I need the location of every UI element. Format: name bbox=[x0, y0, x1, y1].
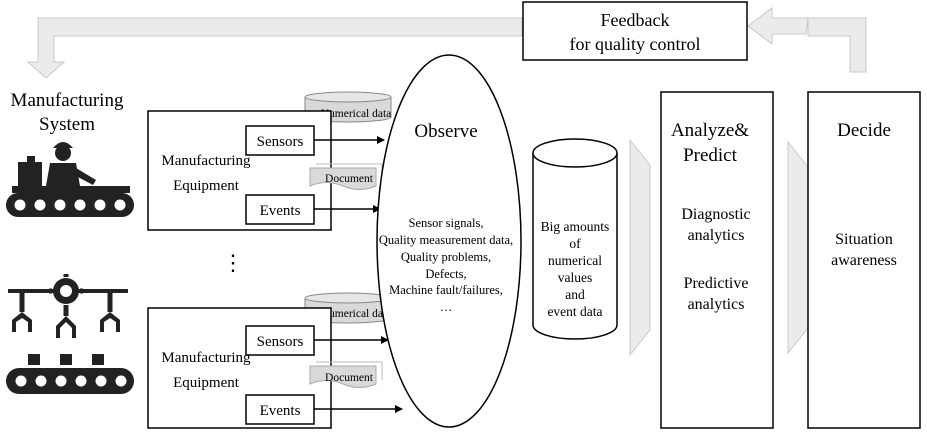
document-shape bbox=[309, 365, 377, 388]
bigdata-line: and bbox=[565, 287, 585, 302]
robot-arm-conveyor-icon bbox=[6, 274, 134, 394]
equipment-unit-2: Numerical data Manufacturing Equipment S… bbox=[147, 292, 403, 429]
observe-stage: Observe Sensor signals, Quality measurem… bbox=[376, 54, 522, 428]
analyze-title-line1: Analyze& bbox=[671, 120, 749, 141]
document-label: Document bbox=[325, 173, 374, 185]
sensors-box bbox=[245, 325, 315, 356]
numerical-data-label: Numerical data bbox=[321, 308, 392, 320]
analyze-predict-stage: Analyze& Predict Diagnostic analytics Pr… bbox=[660, 91, 774, 429]
equipment-label-line1: Manufacturing bbox=[161, 350, 251, 366]
observe-item: Quality problems, bbox=[401, 250, 491, 264]
observe-title: Observe bbox=[414, 121, 477, 142]
system-label-line1: Manufacturing bbox=[11, 90, 124, 111]
equipment-unit-1: Numerical data Manufacturing Equipment S… bbox=[147, 91, 392, 231]
equipment-label-line2: Equipment bbox=[173, 178, 240, 194]
more-units-ellipsis: ⋮ bbox=[222, 250, 244, 275]
equipment-label-line1: Manufacturing bbox=[161, 153, 251, 169]
observe-item: Defects, bbox=[425, 267, 466, 281]
diagnostic-line1: Diagnostic bbox=[681, 206, 750, 223]
feedback-loop-arrow bbox=[26, 7, 867, 79]
observe-items: Sensor signals, Quality measurement data… bbox=[379, 216, 513, 314]
bigdata-line: of bbox=[569, 236, 581, 251]
bigdata-line: numerical bbox=[548, 253, 602, 268]
decide-stage: Decide Situation awareness bbox=[807, 91, 921, 429]
numerical-data-label: Numerical data bbox=[321, 108, 392, 120]
flow-arrow-to-analyze bbox=[629, 138, 651, 357]
decide-title: Decide bbox=[837, 120, 891, 141]
observe-item: Quality measurement data, bbox=[379, 233, 513, 247]
bigdata-line: Big amounts bbox=[541, 219, 610, 234]
events-label: Events bbox=[260, 403, 301, 419]
feedback-subtitle: for quality control bbox=[570, 34, 701, 54]
document-shape bbox=[309, 167, 377, 190]
observe-item: Sensor signals, bbox=[409, 216, 484, 230]
big-data-cylinder: Big amounts of numerical values and even… bbox=[532, 138, 618, 340]
worker-conveyor-icon bbox=[6, 142, 134, 217]
feedback-box: Feedback for quality control bbox=[522, 1, 748, 61]
feedback-title: Feedback bbox=[601, 10, 670, 30]
flow-arrow-to-decide bbox=[787, 140, 809, 355]
analyze-title-line2: Predict bbox=[683, 145, 738, 166]
situation-line2: awareness bbox=[831, 252, 897, 269]
observe-item: Machine fault/failures, bbox=[389, 283, 503, 297]
equipment-label-line2: Equipment bbox=[173, 375, 240, 391]
predictive-line2: analytics bbox=[688, 296, 745, 313]
predictive-line1: Predictive bbox=[684, 275, 749, 292]
events-label: Events bbox=[260, 203, 301, 219]
bigdata-line: event data bbox=[547, 304, 602, 319]
system-label-line2: System bbox=[39, 114, 95, 135]
document-label: Document bbox=[325, 372, 374, 384]
sensors-label: Sensors bbox=[257, 134, 304, 150]
diagnostic-line2: analytics bbox=[688, 227, 745, 244]
events-box bbox=[245, 394, 315, 425]
bigdata-line: values bbox=[558, 270, 593, 285]
observe-item: … bbox=[440, 300, 453, 314]
sensors-label: Sensors bbox=[257, 334, 304, 350]
sensors-box bbox=[245, 125, 315, 156]
situation-line1: Situation bbox=[835, 231, 893, 248]
